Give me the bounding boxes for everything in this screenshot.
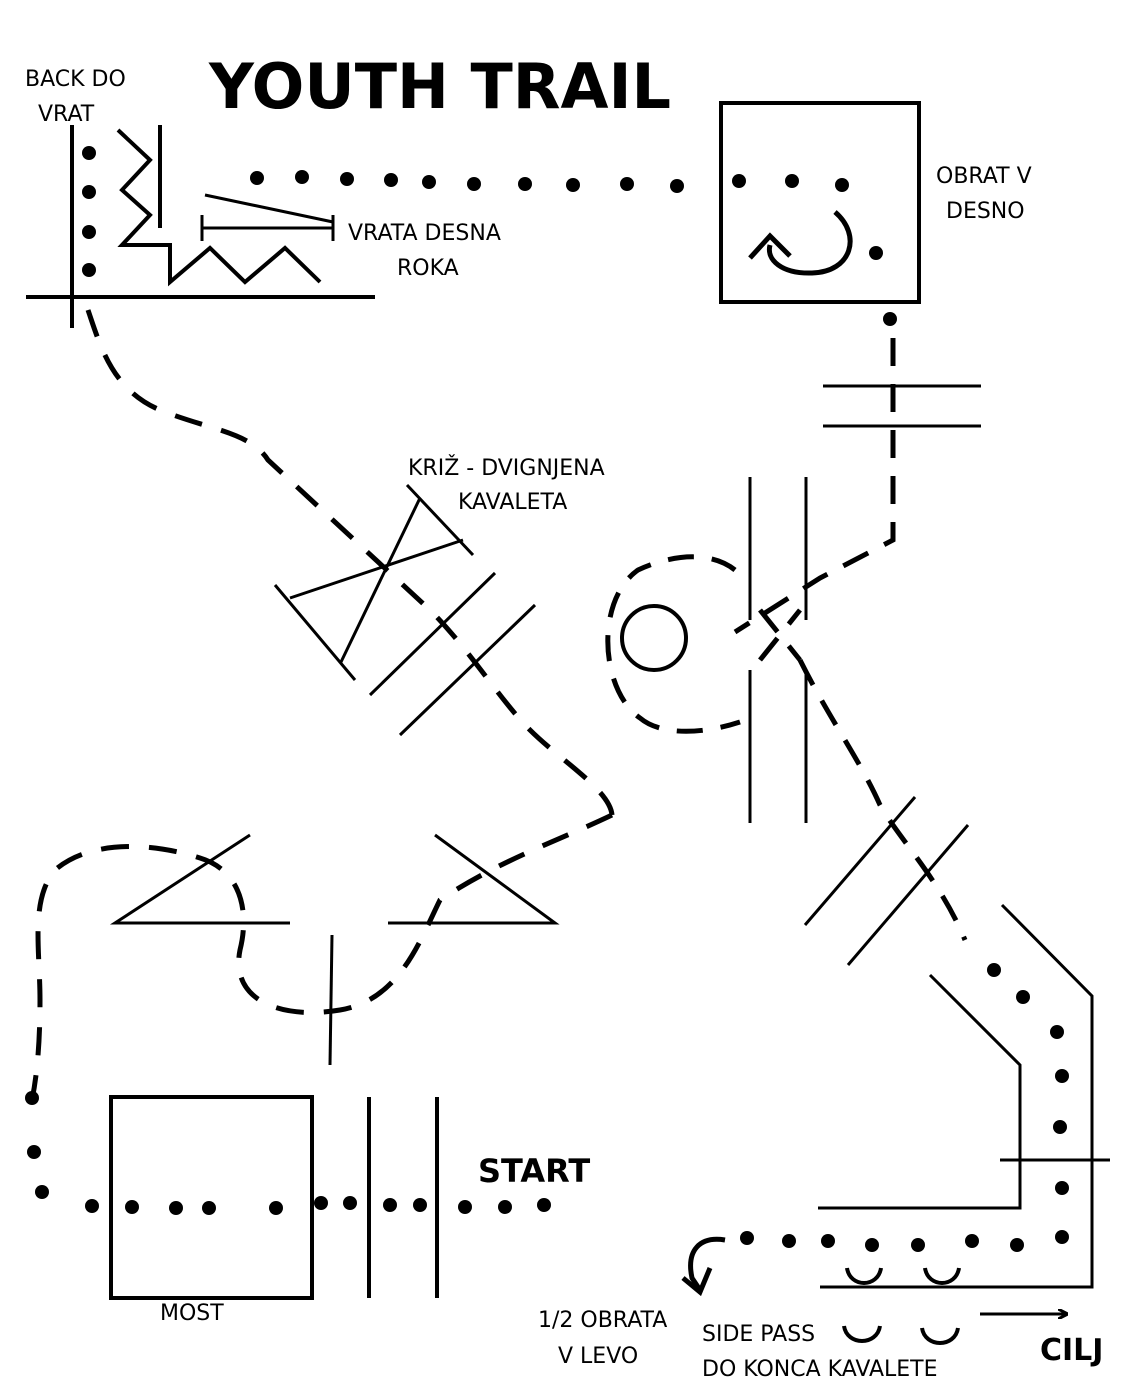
poles-pair-right [823,384,981,428]
back-up-obstacle [26,125,375,328]
back-label-line1: BACK DO [25,67,126,92]
side-pass-label-line2: DO KONCA KAVALETE [702,1357,938,1380]
turn-label-line2: DESNO [946,199,1025,224]
start-poles [367,1097,439,1298]
page-title: YOUTH TRAIL [208,50,671,123]
gate-label-line2: ROKA [397,256,459,281]
half-turn-label-line2: V LEVO [558,1344,638,1369]
start-label: START [478,1152,590,1190]
turn-box-obstacle [719,101,921,304]
side-pass-path-dots [740,963,1069,1252]
right-hand-gate-obstacle [200,193,335,241]
barrel-circle-obstacle [605,554,741,734]
start-path-dots [125,1196,551,1215]
path-from-turn-box [733,338,896,635]
cross-label-line2: KAVALETA [458,490,567,515]
turn-label-line1: OBRAT V [936,164,1032,189]
side-pass-cavaletti-marks [842,1267,961,1345]
triangle-markers-obstacle [109,833,560,925]
center-corridor-obstacle [748,477,808,823]
half-turn-left-arrow [681,1236,726,1297]
diagonal-poles-obstacle [803,796,970,966]
top-path-dots [250,170,684,193]
back-label-line2: VRAT [38,102,95,127]
bridge-obstacle [109,1095,314,1300]
cross-raised-cavaletti-obstacle [273,483,537,737]
gate-label-line1: VRATA DESNA [348,221,501,246]
path-back-up-to-cross [85,309,615,816]
bridge-label: MOST [160,1301,224,1326]
path-dot [883,312,897,326]
loop-path-dots [25,1091,99,1213]
side-pass-label-line1: SIDE PASS [702,1322,815,1347]
path-loop-left [29,812,614,1101]
cross-label-line1: KRIŽ - DVIGNJENA [408,455,605,481]
pole-vertical-mid [328,934,334,1066]
back-up-path-dots [82,146,96,277]
half-turn-label-line1: 1/2 OBRATA [538,1308,667,1333]
side-pass-corridor-walls [818,903,1110,1289]
path-through-corridor [758,608,968,941]
finish-label: CILJ [1040,1333,1103,1368]
